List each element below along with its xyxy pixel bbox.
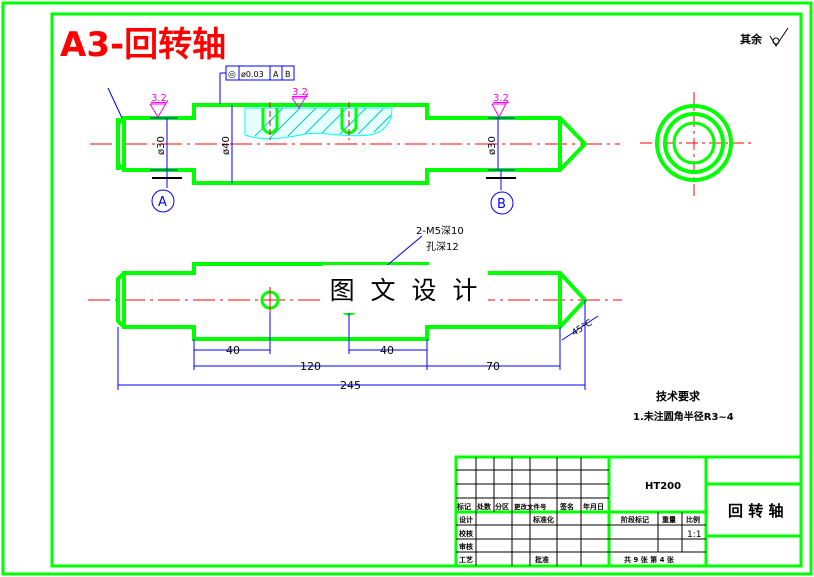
dim-70: 70: [486, 360, 500, 373]
drawing-title: A3-回转轴: [60, 25, 226, 65]
dim-245: 245: [340, 379, 361, 392]
tb-header-mark: 标记: [456, 502, 471, 511]
tb-scale-value: 1:1: [687, 530, 701, 540]
watermark-label: 图 文 设 计: [323, 265, 488, 313]
top-view: 2-M5深10 孔深12 45°C 40 120 40 70 245: [88, 225, 622, 392]
tb-stage-label: 阶段标记: [621, 515, 649, 524]
roughness-value-right: 3.2: [493, 93, 509, 104]
top-shaft-outline: [116, 262, 588, 341]
diameter-label-right: ø30: [487, 136, 498, 155]
tb-header-doc: 更改文件号: [514, 502, 547, 511]
svg-text:B: B: [285, 70, 291, 79]
roughness-value-left: 3.2: [151, 93, 167, 104]
tb-approve-label: 批准: [535, 555, 549, 564]
dim-40-right: 40: [380, 344, 394, 357]
tb-weight-label: 重量: [662, 515, 676, 524]
tb-header-count: 处数: [476, 502, 492, 511]
tb-sheet-info: 共 9 张 第 4 张: [624, 555, 675, 564]
tb-header-zone: 分区: [495, 502, 509, 511]
diameter-label-left: ø30: [156, 136, 167, 155]
roughness-mark-left: [149, 99, 169, 118]
tb-header-sign: 签名: [559, 502, 574, 511]
svg-text:◎: ◎: [228, 70, 236, 80]
front-view: ø30 ø40 ø30 3.2 3.2 3.2 ◎: [90, 65, 620, 215]
svg-text:B: B: [497, 197, 506, 212]
tb-role-design: 设计: [459, 515, 473, 524]
inner-border: [50, 12, 803, 568]
tech-req-item: 1.未注圆角半径R3~4: [633, 410, 734, 423]
side-view: [640, 92, 752, 196]
tb-scale-label: 比例: [686, 515, 700, 524]
side-outer-circle: [655, 104, 733, 182]
tolerance-frame: ◎ ø0.03 A B: [219, 65, 295, 104]
roughness-note: 其余: [740, 32, 763, 46]
hole-note-leader: [383, 235, 423, 269]
front-shaft-outline: [116, 103, 588, 185]
tb-std-label: 标准化: [532, 515, 554, 524]
diameter-label-middle: ø40: [221, 136, 232, 155]
tb-material: HT200: [645, 481, 681, 492]
tb-role-process: 工艺: [459, 555, 473, 564]
svg-text:A: A: [158, 195, 167, 210]
tech-req-heading: 技术要求: [656, 389, 701, 403]
dim-40-left: 40: [226, 344, 240, 357]
tb-role-check: 校核: [459, 529, 473, 538]
section-hatch: [244, 102, 393, 140]
chamfer-leader: [107, 87, 123, 119]
side-inner-circle: [672, 121, 716, 165]
datum-b: B: [486, 170, 516, 215]
tb-part-name: 回 转 轴: [728, 502, 783, 520]
datum-a: A: [151, 170, 182, 213]
chamfer-label: 45°C: [570, 318, 594, 338]
svg-text:A: A: [273, 70, 279, 79]
roughness-mark-middle: [291, 92, 309, 109]
title-block: 标记 处数 分区 更改文件号 签名 年月日 设计 校核 审核 工艺 标准化 批准…: [454, 455, 803, 568]
tb-header-date: 年月日: [583, 502, 604, 511]
side-mid-circle: [663, 112, 725, 174]
dim-120: 120: [300, 360, 321, 373]
tb-role-review: 审核: [459, 542, 473, 551]
roughness-mark-right: [491, 99, 509, 119]
svg-text:ø0.03: ø0.03: [241, 70, 264, 79]
hole-note-line2: 孔深12: [426, 241, 459, 253]
roughness-value-middle: 3.2: [292, 87, 308, 98]
hole-note-line1: 2-M5深10: [416, 225, 464, 237]
roughness-symbol-icon: [769, 27, 789, 47]
